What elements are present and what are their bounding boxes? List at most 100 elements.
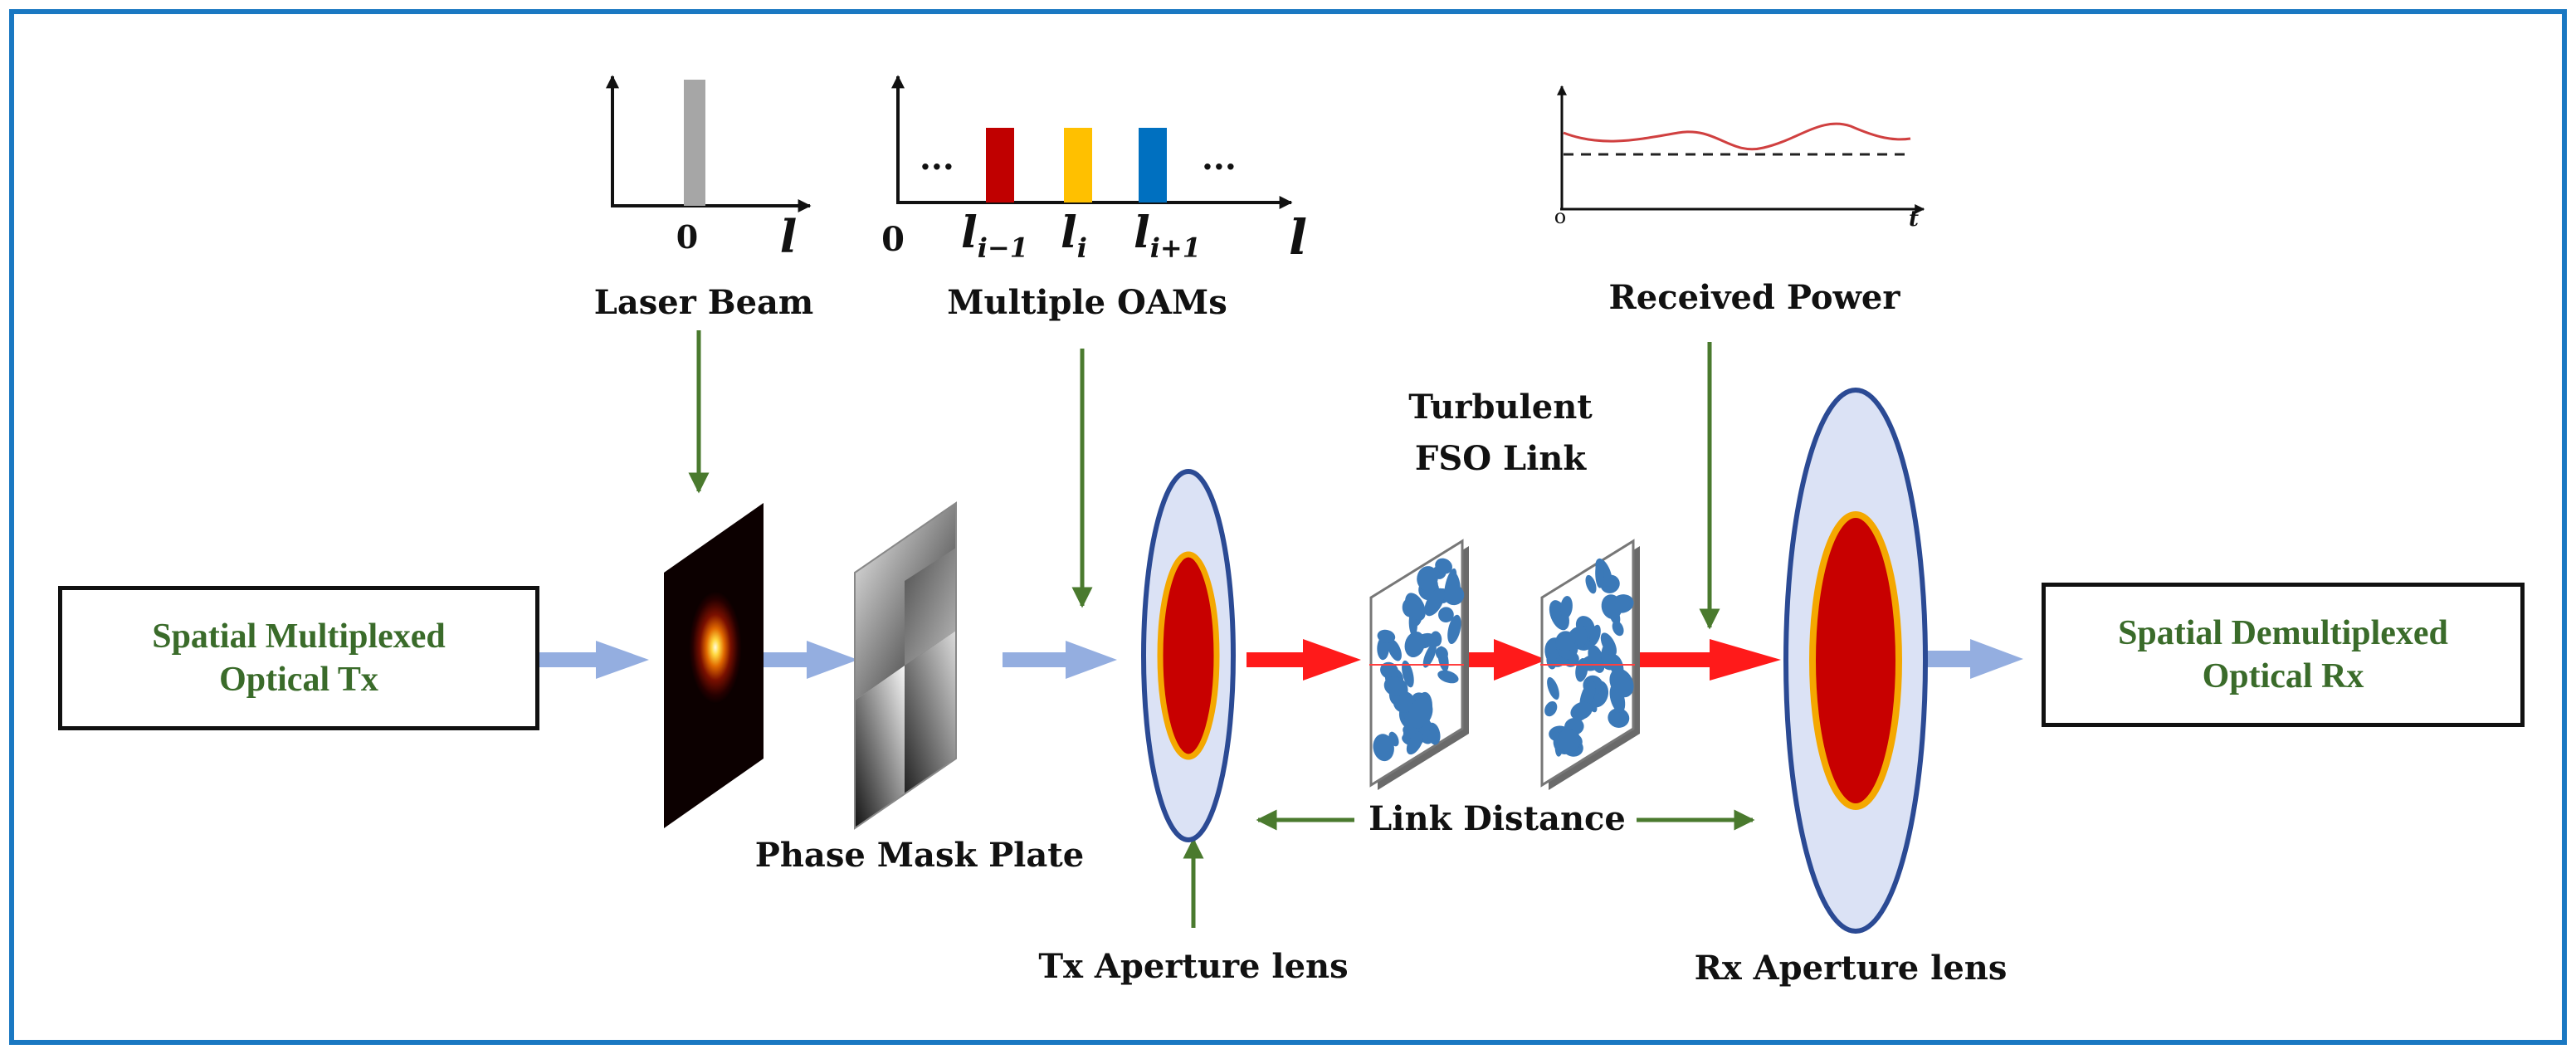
oam-bar-i-minus-1 <box>986 128 1014 203</box>
red-beam-arrow-1 <box>1247 639 1361 681</box>
turbulence-blob <box>1438 607 1454 623</box>
turbulence-blob <box>1547 676 1559 700</box>
oam-sub-i-plus-1: i+1 <box>1149 232 1201 264</box>
turbulence-blob <box>1595 559 1604 588</box>
rx-box-line2: Optical Rx <box>2202 657 2364 695</box>
rx-aperture-lens-label: Rx Aperture lens <box>1694 949 2008 988</box>
laser-hist-zero-tick: 0 <box>676 218 699 256</box>
turbulence-blob <box>1422 643 1437 668</box>
tx-lens-core <box>1157 551 1220 760</box>
laser-beam-label: Laser Beam <box>593 283 814 322</box>
tx-aperture-lens <box>1141 469 1236 842</box>
turbulence-blob <box>1424 588 1445 617</box>
turbulence-blob <box>1555 631 1576 651</box>
turbulence-blob <box>1612 621 1624 637</box>
oam-histogram <box>891 75 1293 209</box>
turbulence-blob <box>1560 596 1573 619</box>
oam-mode-l-2: l <box>1061 207 1077 258</box>
beam-arrow-tx-to-beam <box>529 641 649 679</box>
zero-mode-bar <box>684 80 705 206</box>
turbulence-blob <box>1557 729 1581 753</box>
turbulence-blob <box>1380 661 1398 680</box>
oam-sub-i-minus-1: i−1 <box>977 232 1028 264</box>
laser-beam-histogram <box>606 75 812 212</box>
turbulence-blob <box>1600 632 1617 656</box>
oam-dots-left: ... <box>920 139 954 178</box>
turbulence-blob <box>1408 697 1433 729</box>
turbulence-blob <box>1427 722 1441 745</box>
turbulence-blob <box>1393 690 1415 713</box>
rx-aperture-lens <box>1783 388 1928 934</box>
beam-arrow-mask-to-lens <box>1003 641 1117 679</box>
oam-label-i-minus-1: li−1 <box>961 206 1028 264</box>
oam-sub-i: i <box>1076 232 1087 264</box>
multiple-oams-label: Multiple OAMs <box>947 283 1227 322</box>
link-distance-label: Link Distance <box>1368 799 1626 838</box>
oam-mode-l-1: l <box>961 207 978 258</box>
oam-hist-axis-l: l <box>1288 209 1308 266</box>
beam-spot <box>689 591 742 704</box>
mask-segment-2 <box>855 666 905 828</box>
beam-arrow-beam-to-mask <box>764 641 858 679</box>
turbulence-blob <box>1406 731 1423 755</box>
phase-mask-plate-graphic <box>854 501 957 830</box>
mask-outline <box>854 501 957 830</box>
received-power-curve <box>1563 122 1911 151</box>
turbulence-blob <box>1544 700 1558 717</box>
oam-label-i: li <box>1061 206 1087 264</box>
turbulence-blob <box>1447 614 1461 645</box>
turbulence-blob <box>1383 676 1407 696</box>
laser-beam-profile <box>664 503 764 828</box>
oam-label-i-plus-1: li+1 <box>1134 206 1201 264</box>
received-power-label: Received Power <box>1608 278 1900 317</box>
turbulence-screen-2 <box>1540 539 1640 790</box>
red-beam-arrow-2 <box>1461 639 1547 681</box>
tx-box-line1: Spatial Multiplexed <box>152 617 446 656</box>
turbulence-blob <box>1443 584 1465 606</box>
turbulence-blob <box>1377 629 1396 644</box>
turbulent-link-label-line1: Turbulent <box>1408 388 1593 427</box>
outer-frame <box>9 9 2567 1045</box>
beam-arrow-lens-to-rx <box>1924 639 2023 679</box>
phase-mask-plate-label: Phase Mask Plate <box>754 836 1085 875</box>
laser-hist-axis-l: l <box>779 210 798 263</box>
rx-lens-core <box>1809 511 1902 810</box>
tx-box-line2: Optical Tx <box>219 661 378 699</box>
spatial-demultiplexed-rx-box: Spatial Demultiplexed Optical Rx <box>2042 583 2525 727</box>
turbulence-blob <box>1437 670 1459 684</box>
received-power-plot <box>1557 85 1925 214</box>
turbulence-blob <box>1570 701 1593 720</box>
power-plot-origin: o <box>1554 205 1567 228</box>
turbulence-blob <box>1417 566 1438 591</box>
oam-dots-right: ... <box>1202 139 1237 178</box>
turbulence-blob <box>1435 558 1452 574</box>
turbulence-blob <box>1405 593 1426 621</box>
turbulence-blob <box>1388 639 1402 661</box>
turbulence-blob <box>1588 644 1605 673</box>
turbulence-blob <box>1373 734 1394 762</box>
turbulence-blob <box>1585 574 1597 594</box>
power-plot-axis-t: t <box>1908 207 1920 232</box>
turbulence-blob <box>1609 684 1626 714</box>
turbulence-blob <box>1402 660 1414 688</box>
mask-segment-3 <box>905 631 956 793</box>
rx-box-line1: Spatial Demultiplexed <box>2118 613 2448 652</box>
turbulence-screen-1 <box>1369 539 1469 790</box>
turbulent-link-label-line2: FSO Link <box>1414 439 1587 478</box>
turbulence-blob <box>1388 731 1399 747</box>
oam-hist-zero-tick: 0 <box>881 220 905 259</box>
turbulence-blob <box>1589 624 1601 646</box>
oam-bar-i-plus-1 <box>1139 128 1167 203</box>
mask-segment-4 <box>905 548 956 666</box>
turbulence-blob <box>1601 594 1622 619</box>
turbulence-blob <box>1404 631 1426 658</box>
turbulence-blob <box>1608 708 1630 728</box>
oam-mode-l-3: l <box>1134 207 1150 258</box>
red-beam-arrow-3 <box>1638 639 1781 681</box>
turbulence-blob <box>1430 631 1442 647</box>
oam-bar-i <box>1064 128 1092 203</box>
spatial-multiplexed-tx-box: Spatial Multiplexed Optical Tx <box>58 586 539 730</box>
tx-aperture-lens-label: Tx Aperture lens <box>1038 947 1349 986</box>
